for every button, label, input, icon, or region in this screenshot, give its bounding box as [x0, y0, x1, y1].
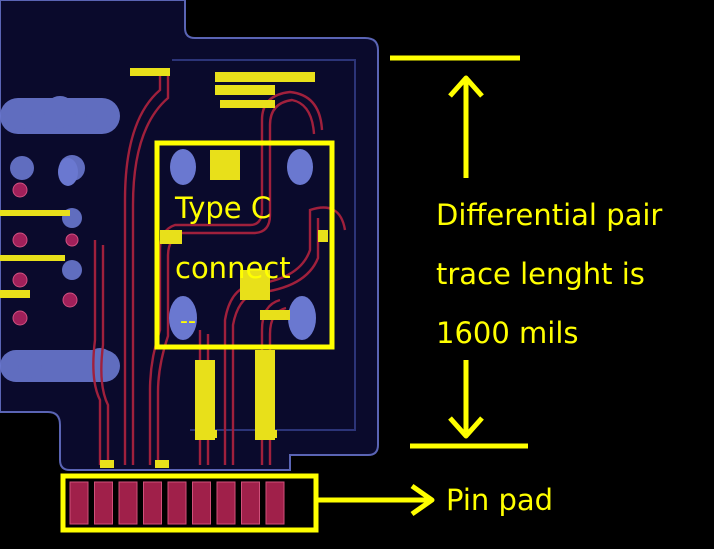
pin-pad-1 — [69, 481, 89, 525]
connector-title-line3: -- — [180, 309, 196, 334]
pin-pad-arrow-head — [410, 483, 435, 517]
connector-pads — [58, 149, 316, 340]
pin-pad-2 — [94, 481, 113, 525]
connector-title-line1: Type C — [174, 191, 271, 225]
pin-pad-6 — [192, 481, 211, 525]
pin-pad-4 — [143, 481, 162, 525]
connector-highlight-box — [154, 140, 335, 350]
pin-pad-3 — [118, 481, 138, 525]
top-arrow-head — [448, 75, 484, 98]
pin-pad-row — [69, 481, 285, 525]
length-note-line1: Differential pair — [436, 198, 662, 232]
pin-pad-7 — [216, 481, 236, 525]
pin-pad-label: Pin pad — [446, 483, 553, 517]
pin-pad-9 — [265, 481, 285, 525]
connector-title-line2: connect — [175, 251, 291, 285]
pin-pad-5 — [167, 481, 187, 525]
silkscreen-marks — [0, 68, 328, 468]
bottom-arrow-head — [448, 416, 484, 439]
length-note-line3: 1600 mils — [436, 316, 579, 350]
pin-pad-8 — [241, 481, 260, 525]
length-note-line2: trace lenght is — [436, 257, 645, 291]
vias — [12, 182, 79, 326]
pin-pad-highlight-box — [60, 473, 319, 533]
